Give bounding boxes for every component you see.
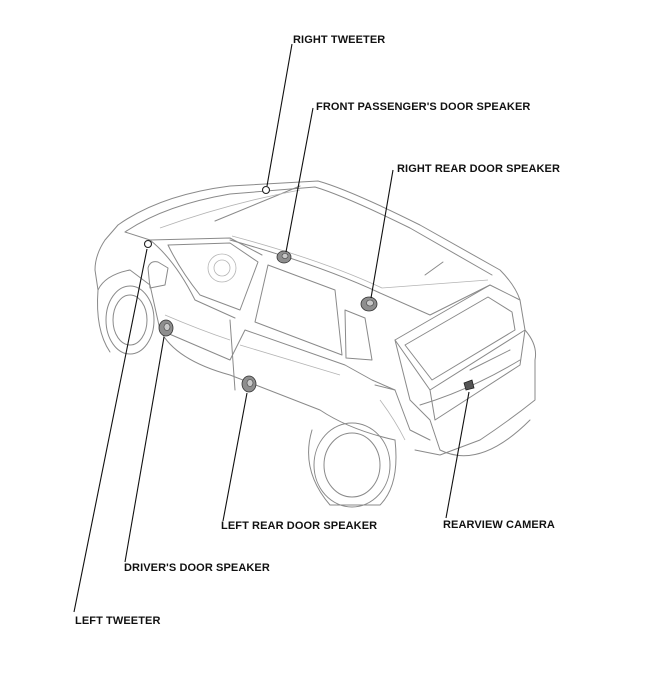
speakers [143, 185, 475, 393]
label-right-tweeter: RIGHT TWEETER [293, 34, 386, 46]
leader-lines [73, 43, 470, 613]
leader-drivers-door-speaker [124, 336, 165, 563]
right-tweeter-icon [261, 185, 271, 195]
leader-right-rear-door-speaker [370, 169, 394, 299]
left-tweeter-icon [143, 239, 153, 249]
label-front-passenger-door-speaker: FRONT PASSENGER'S DOOR SPEAKER [316, 101, 531, 113]
leader-left-tweeter [73, 248, 148, 613]
label-left-tweeter: LEFT TWEETER [75, 615, 161, 627]
leader-rearview-camera [445, 391, 470, 519]
label-rearview-camera: REARVIEW CAMERA [443, 519, 555, 531]
car-body [94, 180, 536, 508]
label-drivers-door-speaker: DRIVER'S DOOR SPEAKER [124, 562, 270, 574]
front-passenger-door-speaker-icon [276, 250, 292, 264]
leader-front-passenger-door-speaker [285, 107, 314, 253]
label-right-rear-door-speaker: RIGHT REAR DOOR SPEAKER [397, 163, 561, 175]
drivers-door-speaker-icon [158, 319, 174, 337]
left-rear-door-speaker-icon [241, 375, 257, 393]
leader-right-tweeter [266, 43, 293, 187]
leader-left-rear-door-speaker [222, 392, 248, 522]
label-left-rear-door-speaker: LEFT REAR DOOR SPEAKER [221, 520, 378, 532]
rearview-camera-icon [463, 379, 475, 391]
right-rear-door-speaker-icon [360, 296, 378, 312]
